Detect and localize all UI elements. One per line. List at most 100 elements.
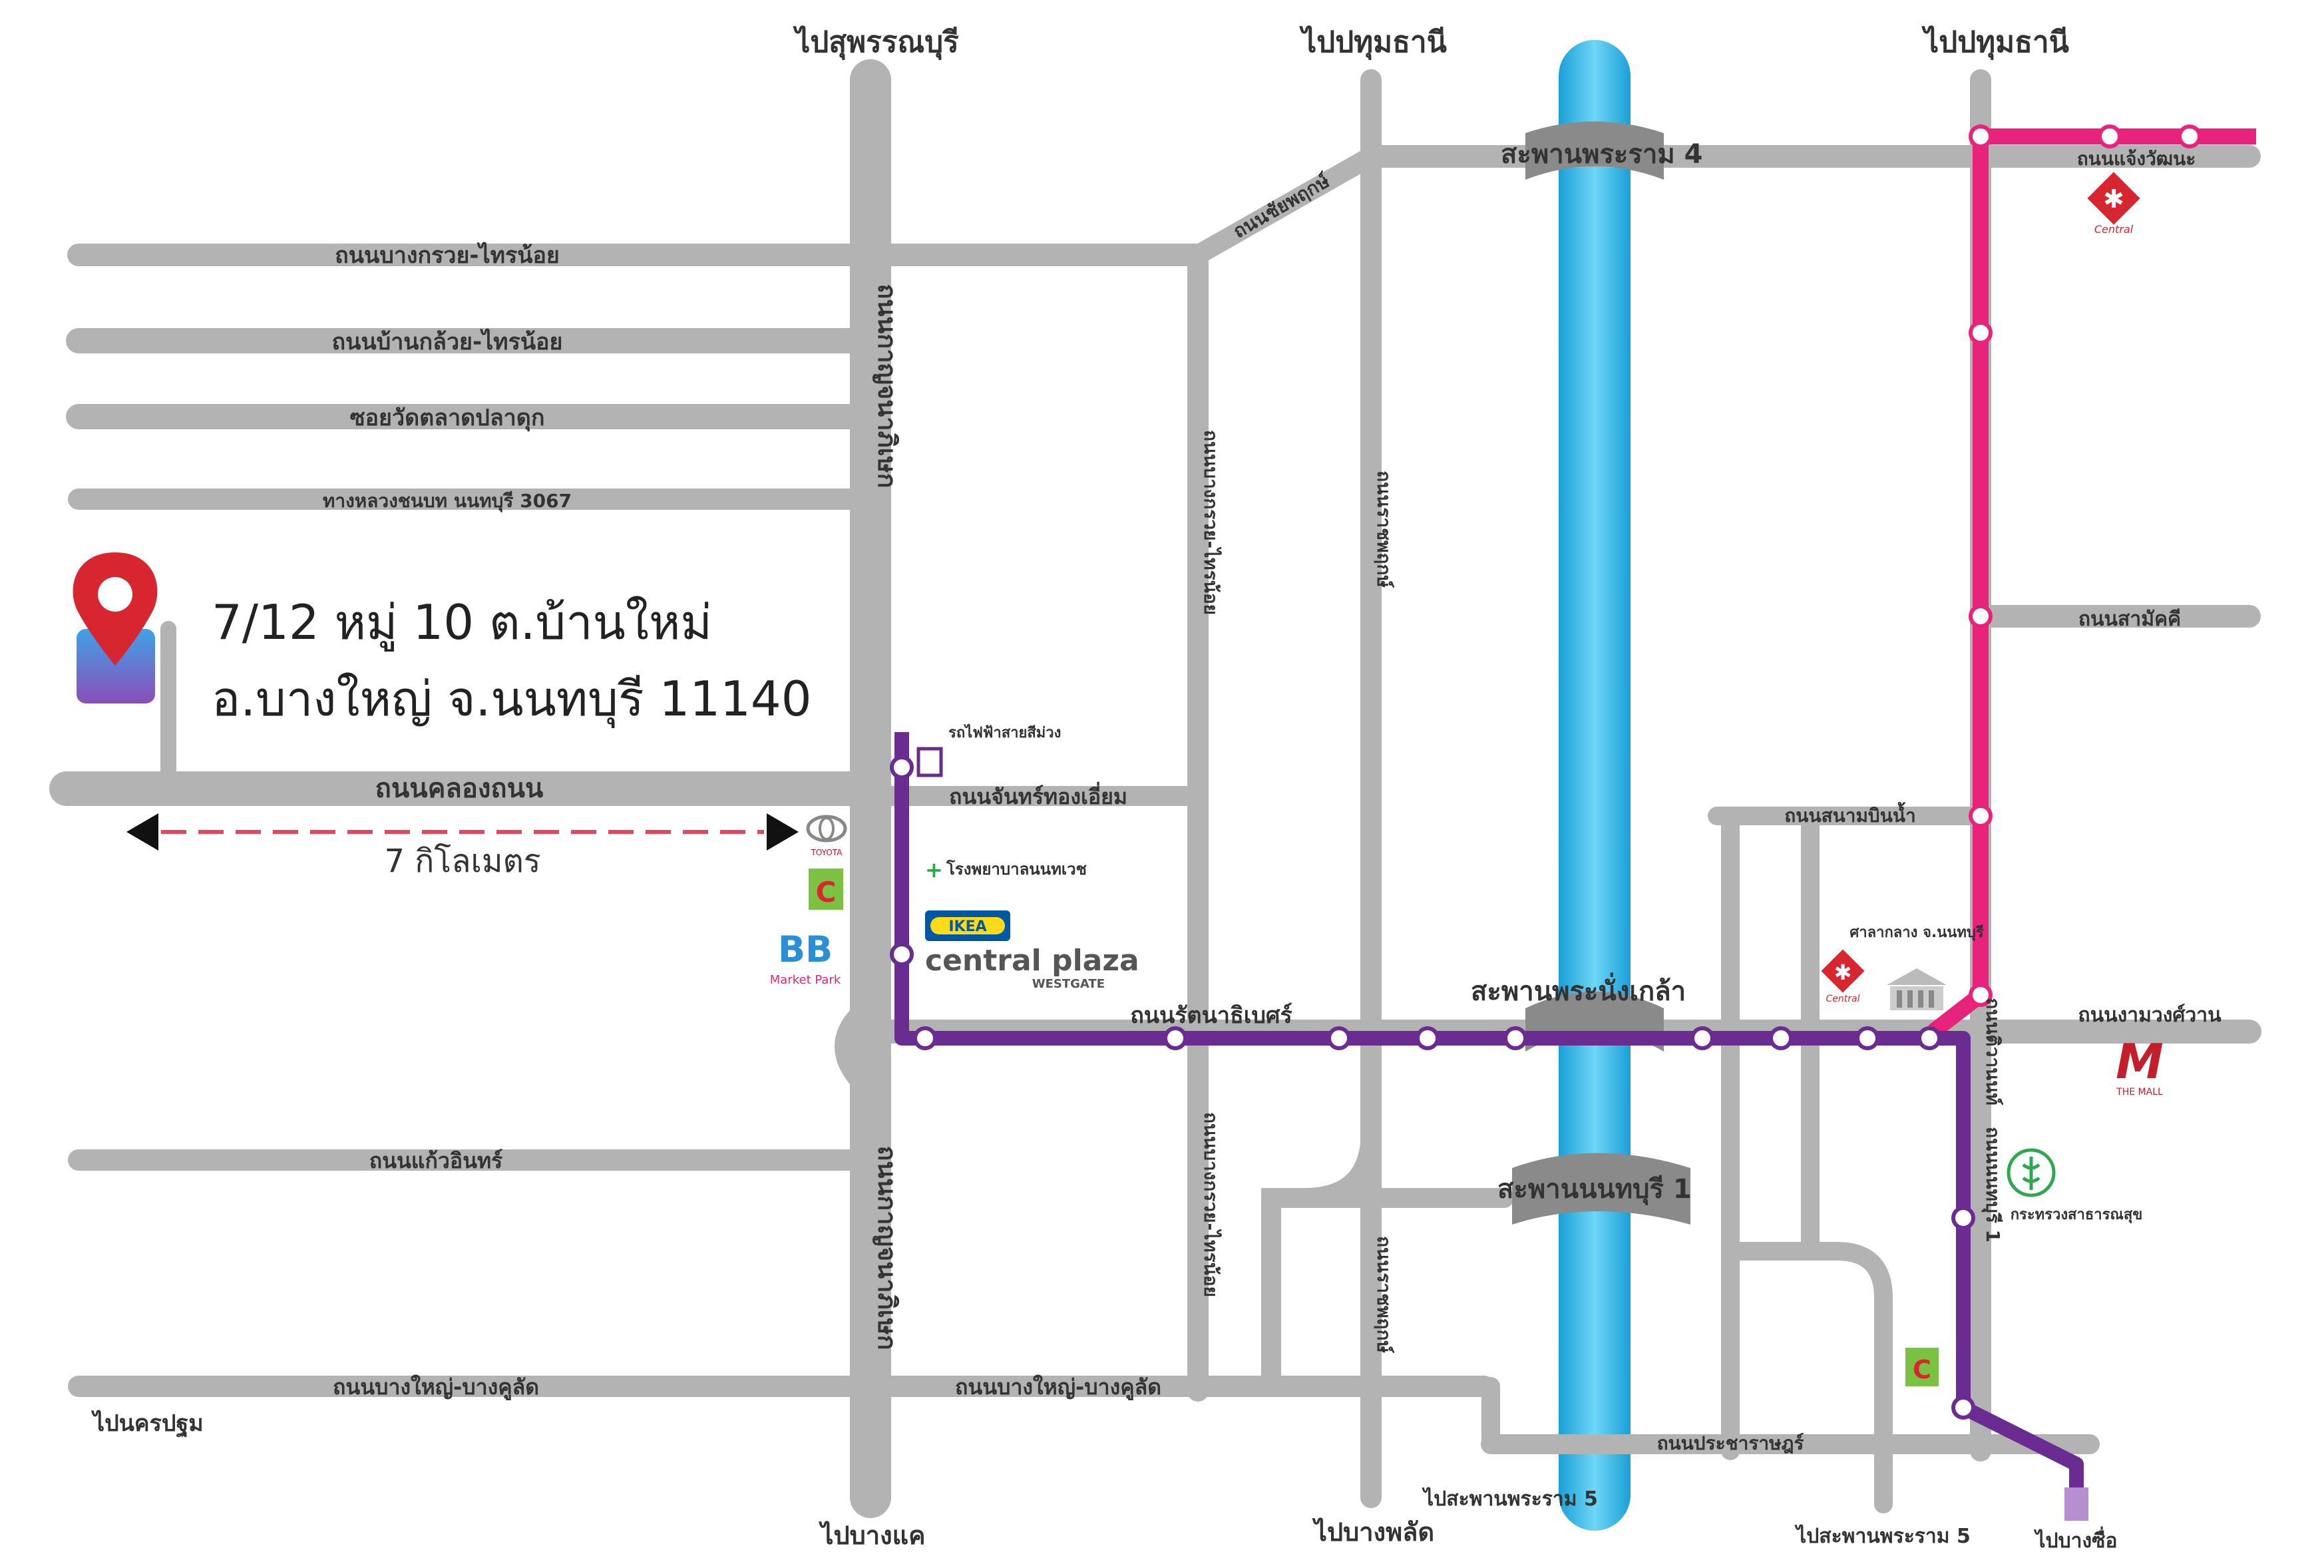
purple-line [890,732,2088,1521]
city-hall-label: ศาลากลาง จ.นนทบุรี [1849,924,1984,942]
svg-text:✱: ✱ [1834,960,1852,985]
direction-labels: ไปสุพรรณบุรี ไปปทุมธานี ไปปทุมธานี ไปนคร… [91,25,2118,1553]
central-logo-bottom: ✱ Central [1821,949,1865,1004]
svg-text:C: C [1913,1355,1931,1384]
city-hall-icon [1887,968,1947,1010]
direction-rama5-mid: ไปสะพานพระราม 5 [1422,1487,1598,1511]
svg-text:IKEA: IKEA [948,918,986,935]
hospital-plus-icon: + [925,857,943,882]
address-line1: 7/12 หมู่ 10 ต.บ้านใหม่ [212,594,712,652]
direction-suphanburi: ไปสุพรรณบุรี [793,25,959,61]
bb-logo: BB [778,928,833,970]
purple-station [890,755,914,779]
purple-station [1416,1026,1440,1050]
purple-station [890,942,914,966]
arrow-left-icon [126,813,158,851]
arrow-right-icon [767,813,799,851]
road-chan-thong-iam: ถนนจันทร์ทองเอี่ยม [949,781,1127,809]
road-kanchanaphisek-bottom: ถนนกาญจนาภิเษก [872,1145,902,1350]
purple-line-marker-icon [916,747,943,777]
pink-station [1969,804,1993,828]
westgate-label: WESTGATE [1032,977,1105,991]
road-sanam-bin-nam: ถนนสนามบินน้ำ [1784,801,1915,827]
ministry-label: กระทรวงสาธารณสุข [2011,1207,2143,1224]
svg-text:Central: Central [1826,994,1860,1004]
direction-bang-sue: ไปบางซื่อ [2033,1526,2117,1553]
purple-station [1690,1026,1714,1050]
svg-text:Central: Central [2094,223,2134,236]
direction-pathum-right: ไปปทุมธานี [1921,25,2069,61]
road-chai-phruek: ถนนชัยพฤกษ์ [1229,170,1334,243]
distance-label: 7 กิโลเมตร [384,843,540,880]
road-soi-wat-talat-pla-duk: ซอยวัดตลาดปลาดุก [350,405,545,432]
purple-station [1503,1026,1527,1050]
distance-indicator: 7 กิโลเมตร [126,813,799,880]
road-khlong-thanon: ถนนคลองถนน [375,773,544,804]
phra-nang-klao-bridge-label: สะพานพระนั่งเกล้า [1471,972,1686,1007]
svg-text:TOYOTA: TOYOTA [811,848,843,857]
road-rattanathibet: ถนนรัตนาธิเบศร์ [1130,1002,1292,1029]
bb-logo-sub: Market Park [770,973,841,987]
pink-station [2098,124,2122,148]
pink-station [2178,124,2202,148]
road-bang-kruai-vertical-bottom: ถนนบางกรวย-ไทรน้อย [1200,1112,1222,1297]
road-ban-kluai-sai-noi: ถนนบ้านกล้วย-ไทรน้อย [332,328,563,355]
nonthaburi1-bridge-label: สะพานนนทบุรี 1 [1497,1174,1692,1206]
road-bang-kruai-vertical-top: ถนนบางกรวย-ไทรน้อย [1200,430,1222,615]
pink-station [1969,124,1993,148]
road-labels: ถนนบางกรวย-ไทรน้อย ถนนบ้านกล้วย-ไทรน้อย … [323,148,2222,1454]
road-ngam-wong-wan: ถนนงามวงศ์วาน [2078,1004,2222,1027]
pink-station [1969,983,1993,1007]
central-plaza-logo: central plaza [925,944,1139,978]
road-kanchanaphisek-top: ถนนกาญจนาภิเษก [872,284,902,488]
purple-station [1327,1026,1351,1050]
purple-station [1917,1026,1941,1050]
purple-station [1951,1396,1975,1420]
svg-text:✱: ✱ [2103,184,2124,214]
pink-line [1928,124,2256,1038]
road-chaeng-watthana: ถนนแจ้งวัฒนะ [2077,148,2196,170]
purple-station [1855,1026,1879,1050]
c-store-icon-right [1905,1348,1939,1386]
direction-nakhon-pathom: ไปนครปฐม [91,1410,204,1438]
road-tiwanon: ถนนติวานนท์ [1982,998,2004,1105]
c-store-glyph: C [816,876,837,908]
road-highway-3067: ทางหลวงชนบท นนทบุรี 3067 [323,490,572,512]
rama4-bridge: สะพานพระราม 4 [1501,121,1702,180]
purple-station [1769,1026,1793,1050]
nonthaburi1-bridge: สะพานนนทบุรี 1 [1497,1153,1692,1225]
road-bang-yai-right: ถนนบางใหญ่-บางคูลัด [955,1374,1161,1401]
rama4-bridge-label: สะพานพระราม 4 [1501,139,1702,170]
pink-station [1969,604,1993,628]
purple-station [1163,1026,1187,1050]
landmarks: TOYOTA C BB Market Park รถไฟฟ้าสายสีม่วง… [770,172,2164,1386]
purple-station [913,1026,937,1050]
location-pin-base [77,629,155,703]
direction-rama5-right: ไปสะพานพระราม 5 [1794,1524,1971,1548]
direction-pathum-mid: ไปปทุมธานี [1299,25,1447,61]
svg-text:M: M [2116,1034,2164,1089]
svg-text:THE MALL: THE MALL [2116,1087,2163,1097]
chao-phraya-river [1559,40,1631,1531]
purple-line-label: รถไฟฟ้าสายสีม่วง [948,723,1061,741]
hospital-label: โรงพยาบาลนนทเวช [946,859,1087,879]
address-line2: อ.บางใหญ่ จ.นนทบุรี 11140 [212,671,812,728]
road-kaeo-in: ถนนแก้วอินทร์ [369,1148,502,1173]
pink-station [1969,321,1993,345]
road-ratchaphruek-bottom: ถนนราชพฤกษ์ [1373,1236,1395,1353]
road-nonthaburi-1: ถนนนนทบุรี 1 [1981,1127,2004,1243]
road-ratchaphruek-top: ถนนราชพฤกษ์ [1373,471,1395,588]
toyota-logo: TOYOTA [806,815,847,857]
ministry-of-public-health-logo [2007,1148,2056,1197]
road-bang-yai-left: ถนนบางใหญ่-บางคูลัด [333,1374,539,1401]
road-pracharat: ถนนประชาราษฎร์ [1657,1432,1804,1454]
location-pin-hole [98,577,132,612]
the-mall-logo: M THE MALL [2116,1034,2164,1097]
road-bang-kruai-sai-noi: ถนนบางกรวย-ไทรน้อย [335,242,560,269]
direction-bang-khae: ไปบางแค [818,1521,925,1550]
address-block: 7/12 หมู่ 10 ต.บ้านใหม่ อ.บางใหญ่ จ.นนทบ… [73,552,812,728]
central-logo-top: ✱ Central [2087,172,2140,236]
c-store-icon [809,869,843,910]
direction-bang-phlat: ไปบางพลัด [1312,1517,1434,1547]
